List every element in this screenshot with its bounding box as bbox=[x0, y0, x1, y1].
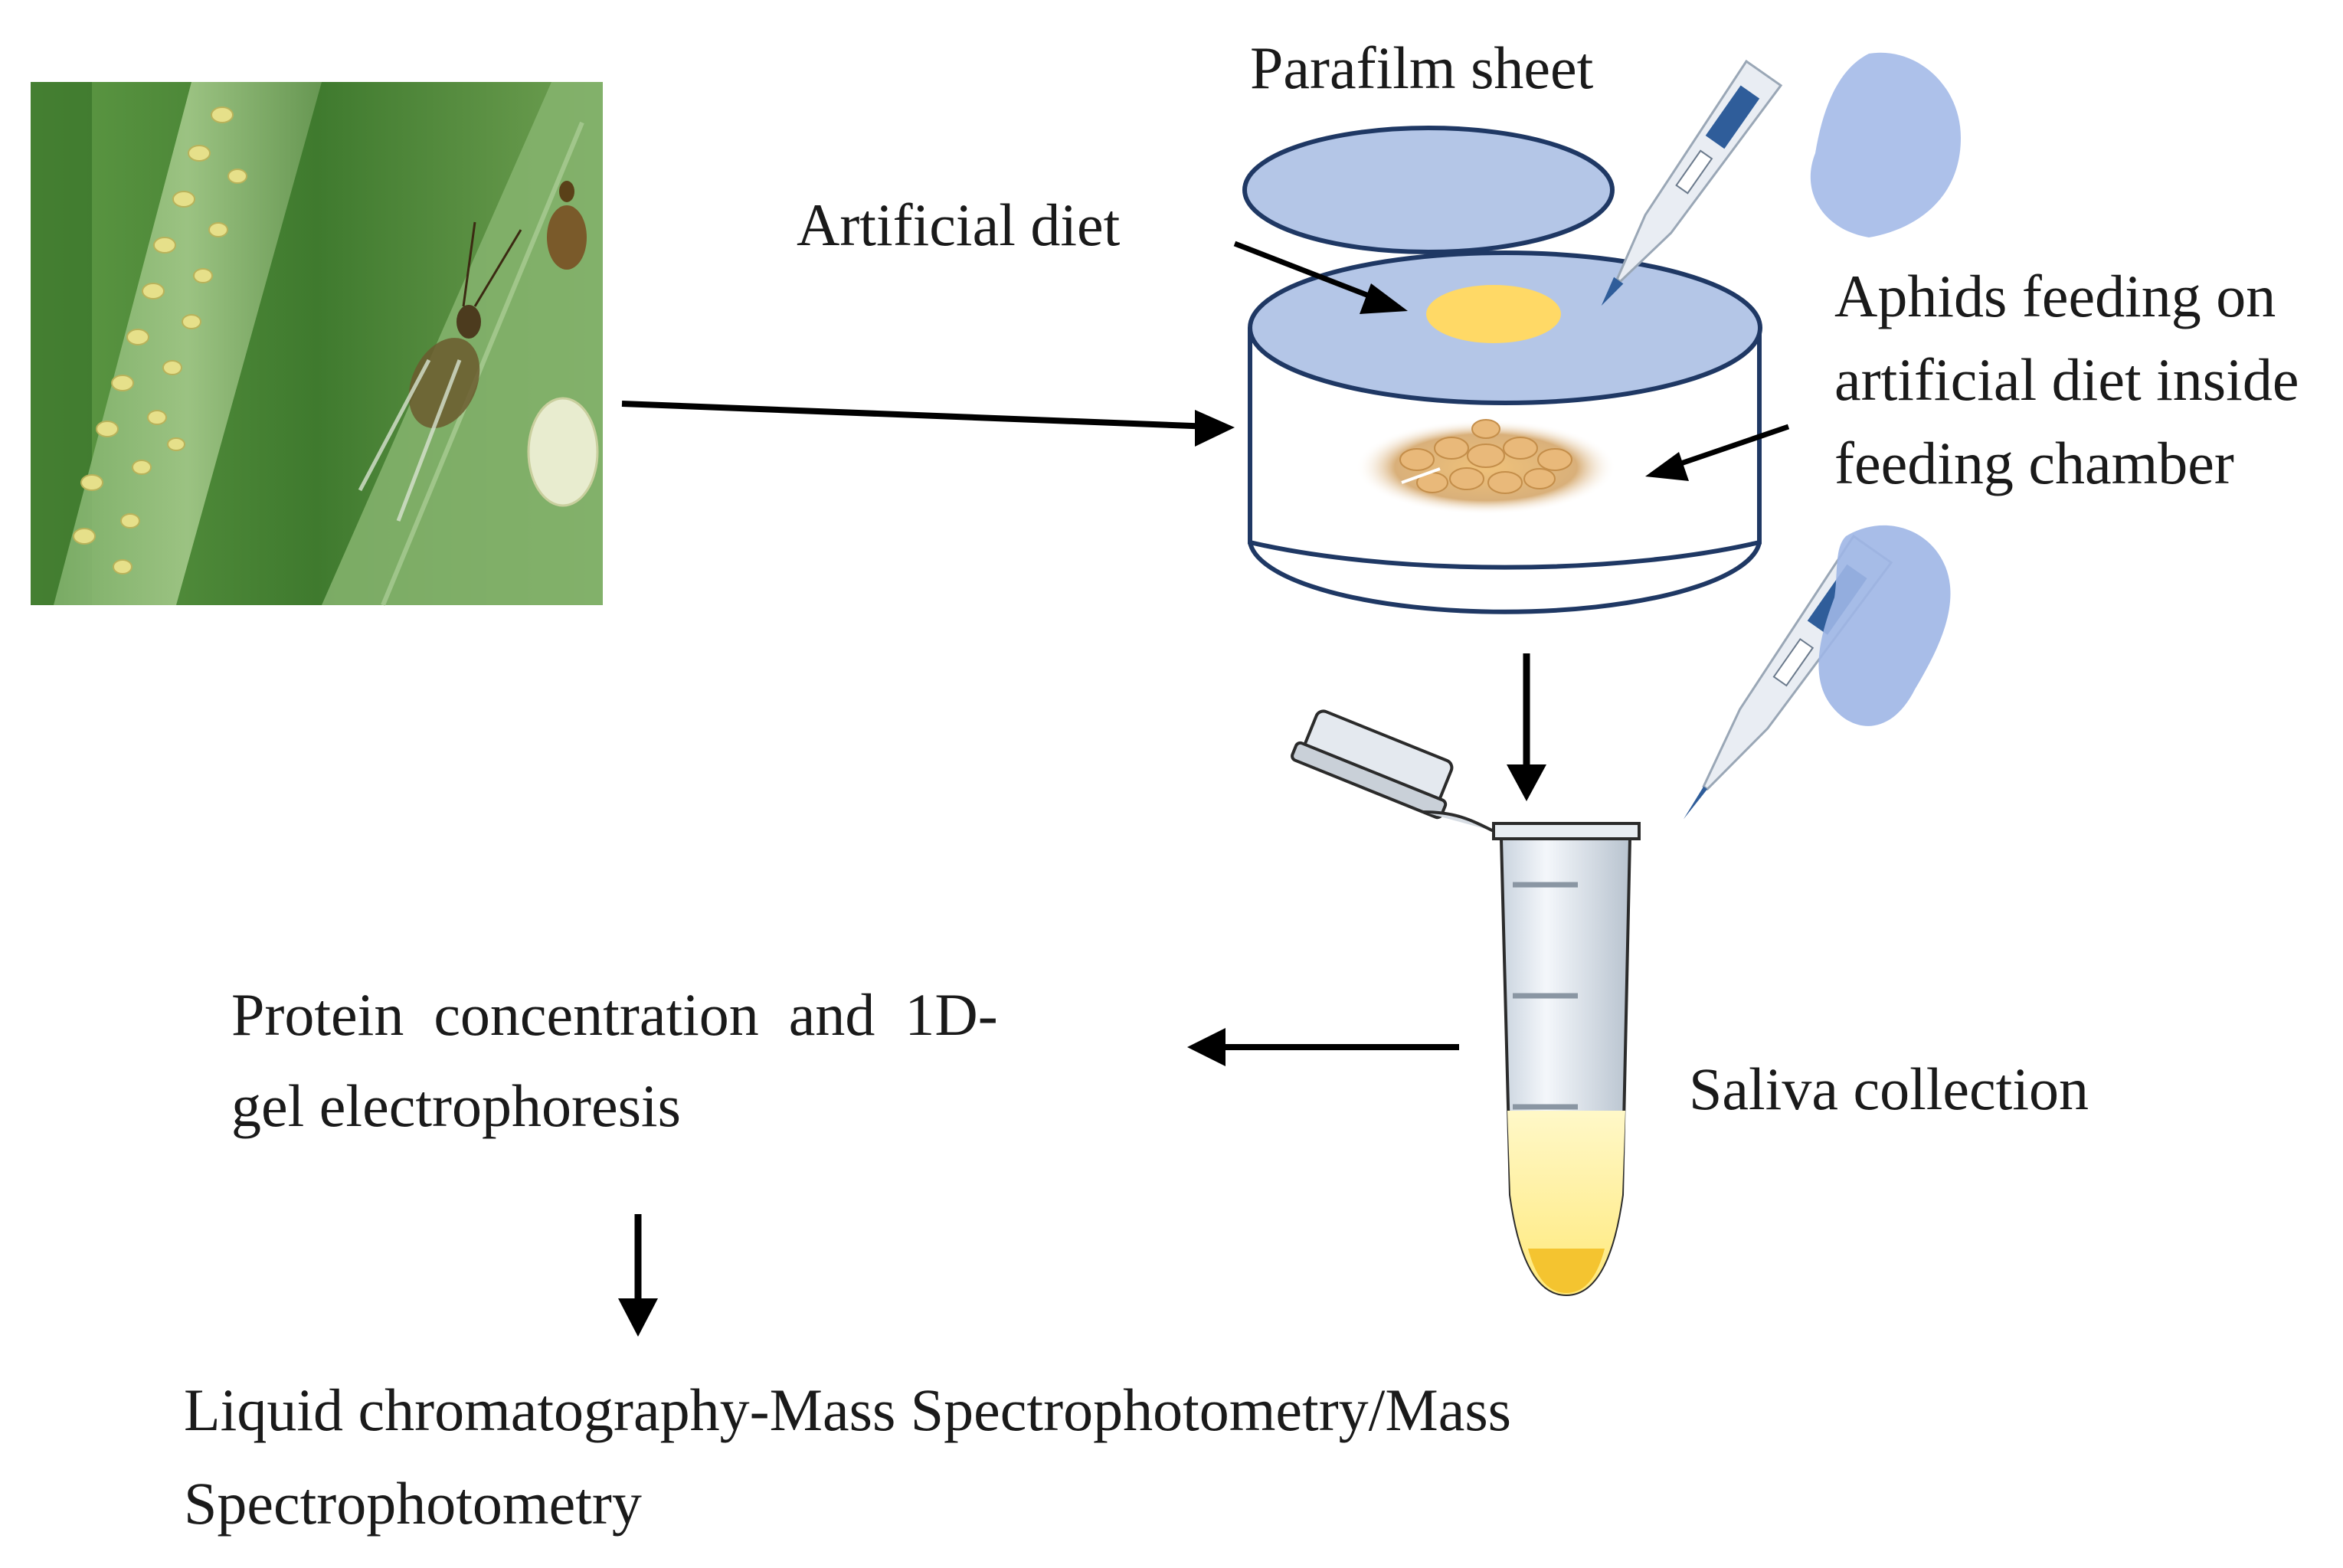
aphid-small-icon bbox=[547, 181, 587, 270]
aphid-nymph-icon bbox=[527, 397, 599, 507]
arrow-chamber-to-tube bbox=[1507, 653, 1546, 801]
saliva-collection-label: Saliva collection bbox=[1689, 1056, 2089, 1122]
diet-drop-icon bbox=[1426, 285, 1561, 343]
protein-label: Protein concentration and 1D- gel electr… bbox=[231, 969, 998, 1151]
aphids-feeding-line: Aphids feeding on bbox=[1834, 263, 2276, 329]
aphid-winged-icon bbox=[358, 221, 522, 522]
lc-ms-line: Spectrophotometry bbox=[184, 1470, 642, 1537]
lc-ms-line: Liquid chromatography-Mass Spectrophotom… bbox=[184, 1377, 1512, 1443]
artificial-diet-label: Artificial diet bbox=[797, 191, 1121, 258]
aphids-feeding-label: Aphids feeding on artificial diet inside… bbox=[1834, 254, 2299, 505]
pipette-hand-icon bbox=[1683, 525, 1951, 820]
arrow-tube-to-protein bbox=[1187, 1028, 1459, 1066]
aphids-feeding-line: feeding chamber bbox=[1834, 430, 2234, 496]
aphid-leaf-photo bbox=[31, 82, 603, 607]
arrow-photo-to-chamber bbox=[621, 401, 1235, 447]
protein-line: gel electrophoresis bbox=[231, 1072, 681, 1139]
protein-line: Protein concentration and 1D- bbox=[231, 981, 998, 1048]
lc-ms-label: Liquid chromatography-Mass Spectrophotom… bbox=[184, 1363, 1511, 1550]
aphids-feeding-line: artificial diet inside bbox=[1834, 346, 2299, 413]
pipette-hand-icon bbox=[1601, 52, 1961, 306]
parafilm-disc bbox=[1242, 126, 1615, 254]
feeding-chamber bbox=[1248, 250, 1762, 614]
microcentrifuge-tube-icon bbox=[1291, 709, 1641, 1297]
arrow-protein-to-lcms bbox=[618, 1214, 658, 1337]
arrow-label-to-aphids bbox=[1645, 424, 1790, 481]
arrow-label-to-diet bbox=[1233, 241, 1408, 314]
parafilm-label: Parafilm sheet bbox=[1250, 34, 1594, 101]
aphid-cluster-icon bbox=[1356, 419, 1616, 515]
